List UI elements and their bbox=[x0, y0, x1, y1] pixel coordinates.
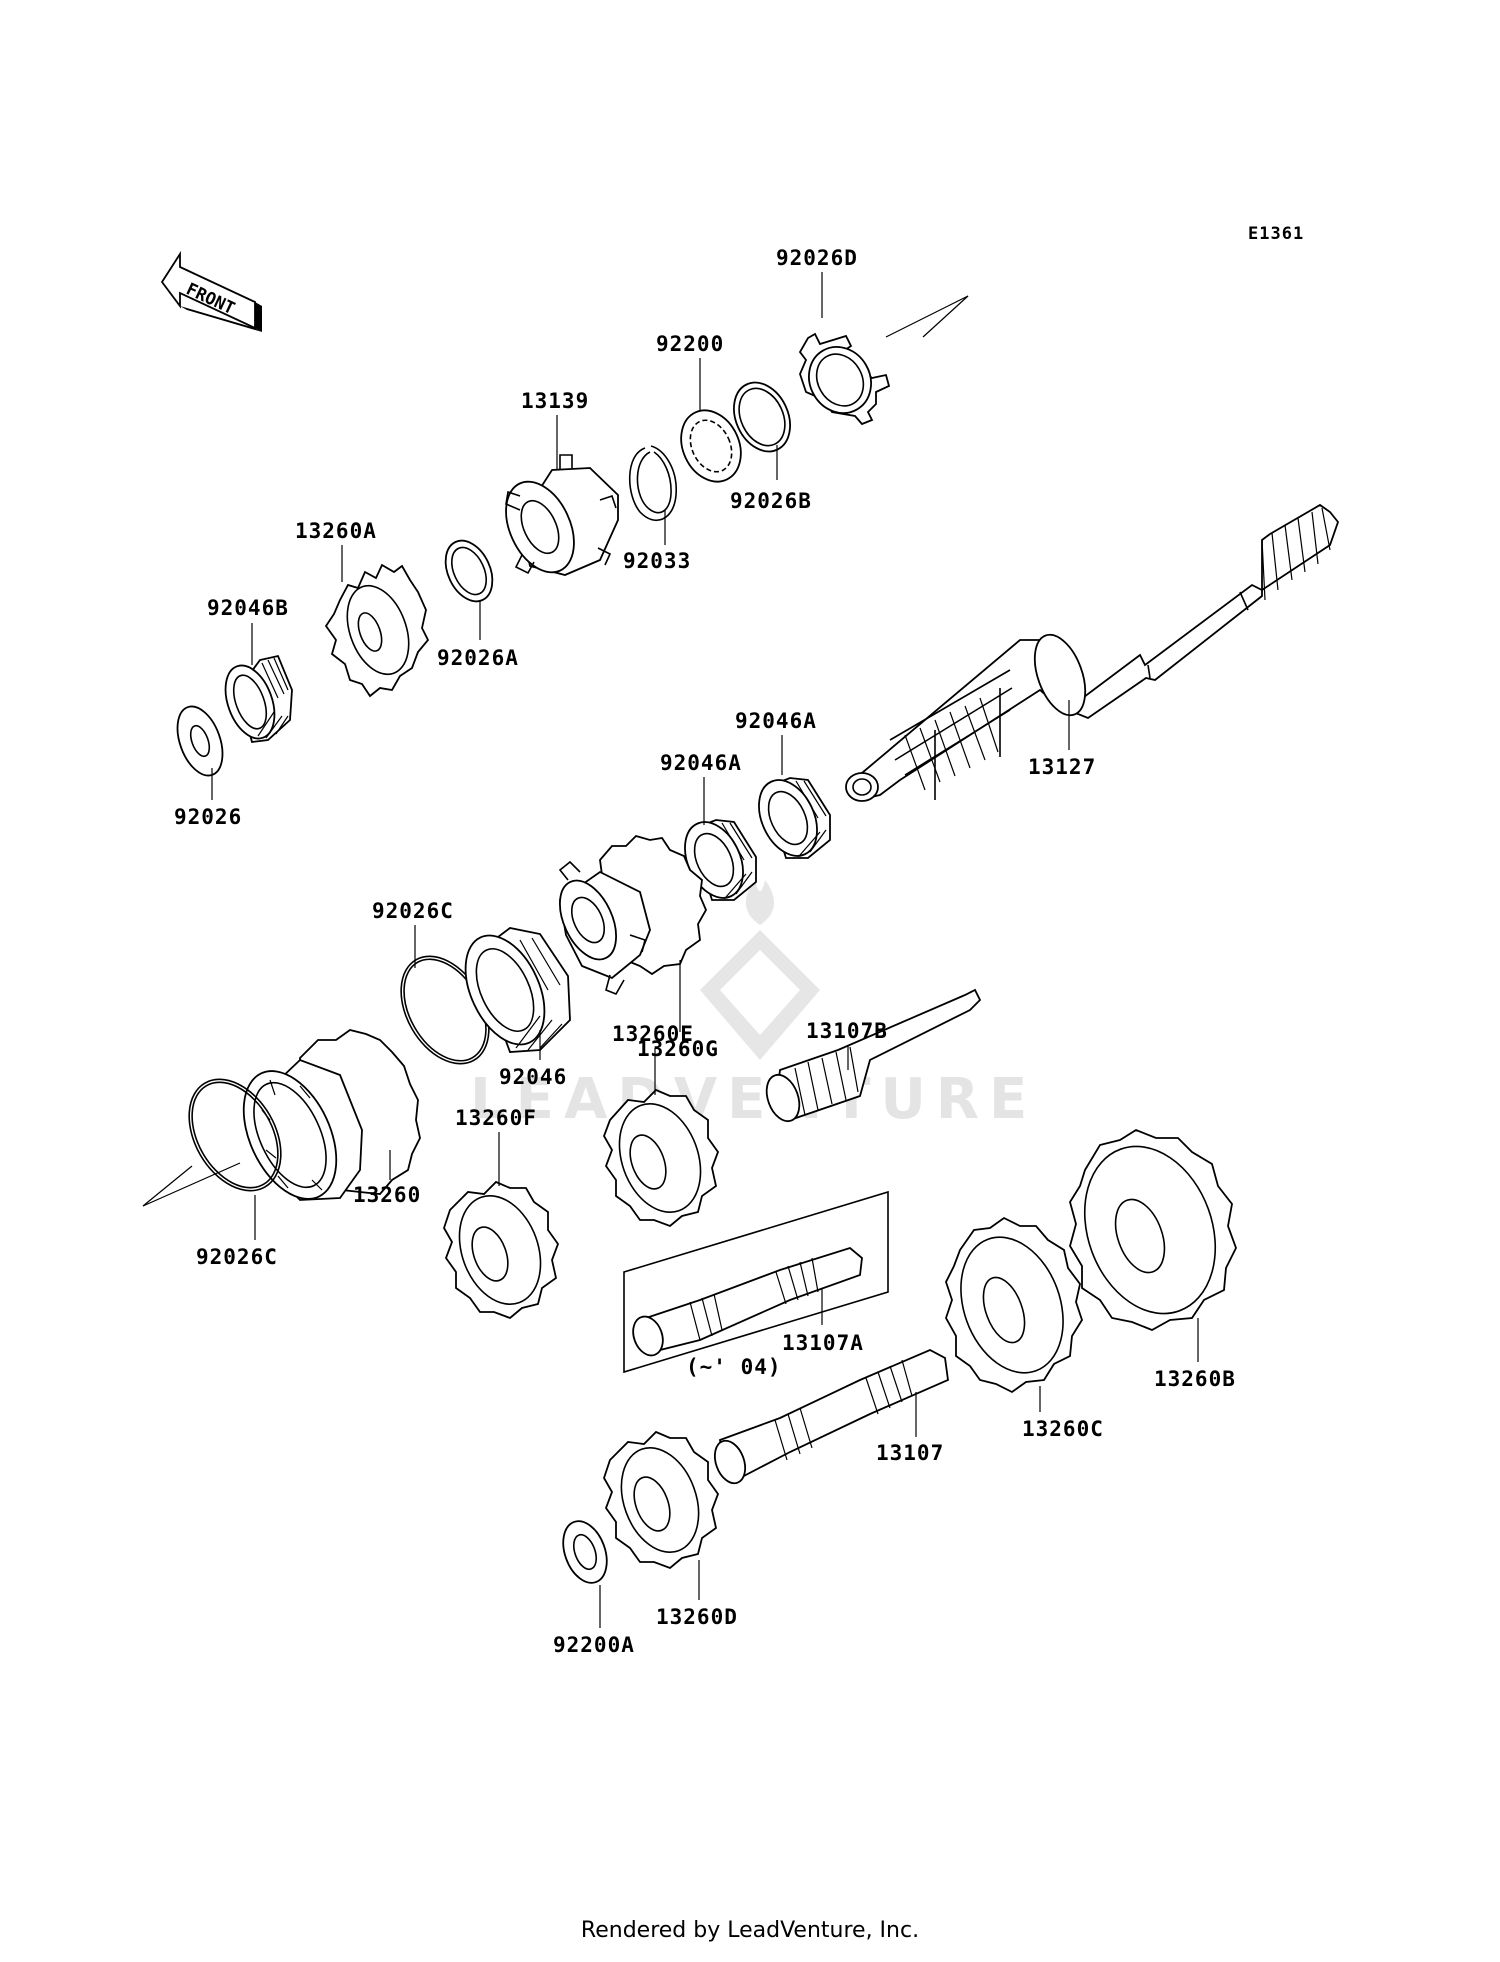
part-label-13260f: 13260F bbox=[455, 1106, 537, 1130]
watermark-logo bbox=[700, 880, 820, 1060]
gear-13260g bbox=[558, 834, 708, 996]
needle-bearing-92046 bbox=[464, 927, 571, 1053]
part-labels: 92026D 92200 13139 92026B 92033 13260A 9… bbox=[174, 246, 1236, 1657]
part-label-13127: 13127 bbox=[1028, 755, 1096, 779]
part-label-13260c: 13260C bbox=[1022, 1417, 1104, 1441]
part-label-13107b: 13107B bbox=[806, 1019, 888, 1043]
part-label-92033: 92033 bbox=[623, 549, 691, 573]
washer-92200a bbox=[562, 1520, 608, 1584]
part-label-92046: 92046 bbox=[499, 1065, 567, 1089]
part-label-92026a: 92026A bbox=[437, 646, 519, 670]
part-label-13107: 13107 bbox=[876, 1441, 944, 1465]
part-label-92026c-upper: 92026C bbox=[372, 899, 454, 923]
part-label-13260e: 13260E bbox=[612, 1022, 694, 1046]
circlip-92033 bbox=[628, 445, 677, 522]
needle-bearing-92046b bbox=[224, 654, 293, 743]
part-label-92026b: 92026B bbox=[730, 489, 812, 513]
part-label-92046a-lower: 92046A bbox=[660, 751, 742, 775]
axis-lines bbox=[142, 295, 969, 1207]
part-label-13260b: 13260B bbox=[1154, 1367, 1236, 1391]
washer-92026a bbox=[444, 539, 494, 603]
sleeve-13139 bbox=[505, 454, 619, 576]
watermark-text: LEADVENTURE bbox=[470, 1067, 1037, 1132]
gear-13260a bbox=[324, 563, 430, 698]
leader-lines bbox=[211, 272, 1199, 1628]
shaft-13107b bbox=[765, 988, 982, 1123]
part-label-13260d: 13260D bbox=[656, 1605, 738, 1629]
splined-washer-92200 bbox=[680, 409, 742, 483]
gear-13260b bbox=[1069, 1128, 1237, 1331]
gear-13260d bbox=[603, 1430, 720, 1570]
part-label-92200a: 92200A bbox=[553, 1633, 635, 1657]
gear-13260f bbox=[443, 1180, 560, 1320]
render-credit: Rendered by LeadVenture, Inc. bbox=[580, 1918, 920, 1943]
part-label-13107a: 13107A bbox=[782, 1331, 864, 1355]
front-arrow-icon: FRONT bbox=[160, 250, 262, 332]
inset-box: (~' 04) bbox=[623, 1190, 889, 1379]
washer-92026 bbox=[176, 705, 224, 777]
shaft-13107 bbox=[713, 1349, 949, 1485]
part-label-92046b: 92046B bbox=[207, 596, 289, 620]
figure-code: E1361 bbox=[1248, 224, 1304, 244]
part-label-13260: 13260 bbox=[353, 1183, 421, 1207]
inset-note: (~' 04) bbox=[686, 1355, 782, 1379]
shaft-13107a bbox=[632, 1246, 863, 1357]
ring-92026c-lower bbox=[188, 1078, 282, 1192]
part-label-13260a: 13260A bbox=[295, 519, 377, 543]
lock-washer-92026d bbox=[798, 332, 891, 426]
part-label-92046a-upper: 92046A bbox=[735, 709, 817, 733]
gear-13260e bbox=[603, 1088, 720, 1228]
part-label-13260g: 13260G bbox=[637, 1037, 719, 1061]
part-label-92026d: 92026D bbox=[776, 246, 858, 270]
shaft-13127 bbox=[845, 503, 1340, 802]
gear-13260c bbox=[945, 1216, 1083, 1394]
part-label-92026: 92026 bbox=[174, 805, 242, 829]
part-label-92026c-lower: 92026C bbox=[196, 1245, 278, 1269]
needle-bearing-92046a-upper bbox=[758, 777, 831, 859]
part-label-92200: 92200 bbox=[656, 332, 724, 356]
part-label-13139: 13139 bbox=[521, 389, 589, 413]
